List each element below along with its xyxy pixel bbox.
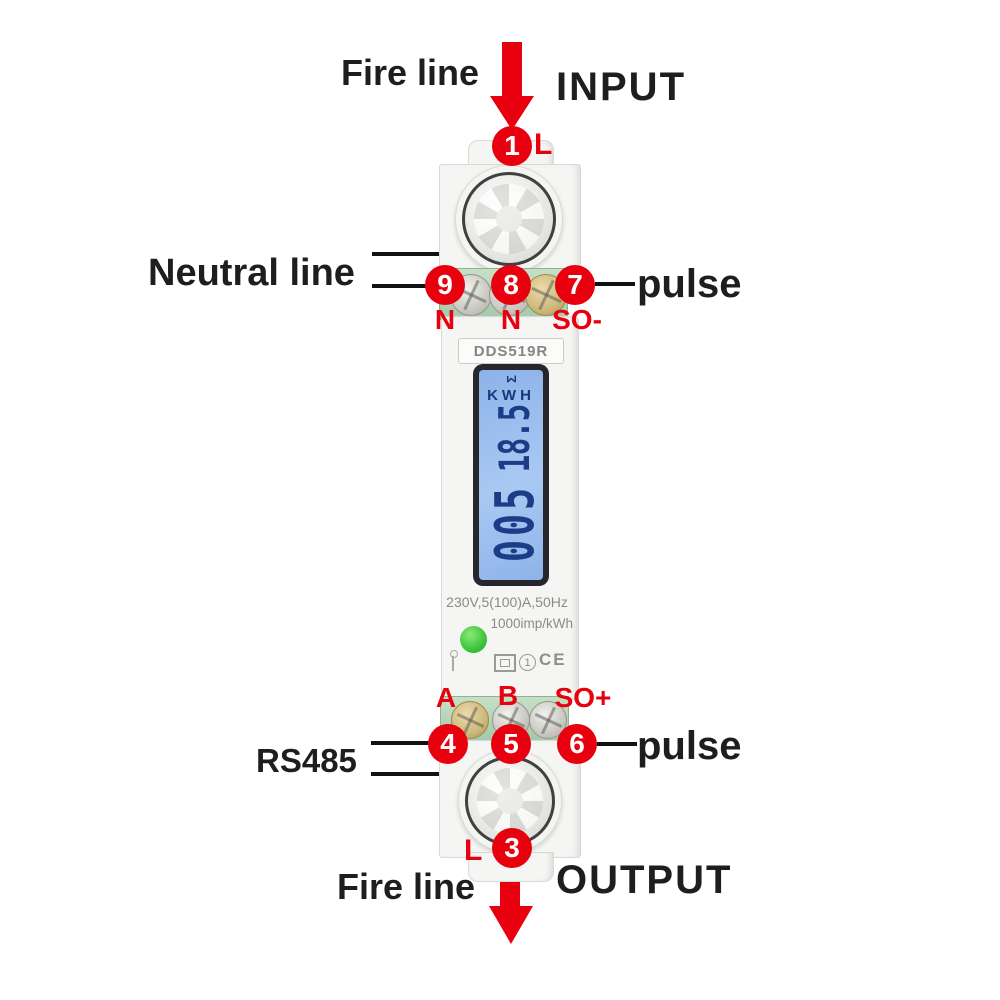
spec-impulse-text: 1000imp/kWh bbox=[490, 616, 573, 631]
spec-rating-text: 230V,5(100)A,50Hz bbox=[446, 594, 568, 610]
callout-1: 1 bbox=[492, 126, 532, 166]
input-arrowhead-icon bbox=[490, 96, 534, 130]
input-terminal-screw bbox=[455, 165, 563, 273]
seal-icon bbox=[446, 650, 460, 672]
output-arrowhead-icon bbox=[489, 906, 533, 944]
pulse-bottom-label: pulse bbox=[637, 724, 742, 768]
wire-line-7-to-pulse bbox=[595, 282, 635, 286]
terminal-label-A: A bbox=[435, 682, 457, 713]
callout-9: 9 bbox=[425, 265, 465, 305]
ce-mark: CE bbox=[539, 650, 567, 669]
lcd-unit-label: KWH bbox=[487, 387, 535, 404]
output-terminal-screw bbox=[458, 749, 562, 853]
terminal-label-B: B bbox=[497, 680, 519, 711]
terminal-label-L-bottom: L bbox=[464, 834, 483, 867]
terminal-label-N-8: N bbox=[500, 304, 522, 335]
wire-line-6-to-pulse bbox=[597, 742, 637, 746]
terminal-label-SO-minus: SO- bbox=[552, 304, 602, 335]
lcd-screen bbox=[479, 370, 543, 580]
screw-head bbox=[462, 172, 556, 266]
output-label: OUTPUT bbox=[556, 858, 733, 902]
torx-pattern bbox=[474, 184, 544, 254]
screw-head bbox=[465, 756, 555, 846]
circled-one-icon: 1 bbox=[519, 654, 536, 671]
terminal-label-N-9: N bbox=[434, 304, 456, 335]
wire-line-neutral-to-9 bbox=[372, 284, 428, 288]
wire-line-rs485-to-4 bbox=[371, 741, 431, 745]
fire-line-top-label: Fire line bbox=[341, 52, 480, 93]
callout-8: 8 bbox=[491, 265, 531, 305]
terminal-screw-6 bbox=[529, 701, 567, 739]
callout-3: 3 bbox=[492, 828, 532, 868]
callout-7: 7 bbox=[555, 265, 595, 305]
torx-pattern bbox=[477, 768, 543, 834]
model-plate: DDS519R bbox=[458, 338, 564, 364]
callout-4: 4 bbox=[428, 724, 468, 764]
input-label: INPUT bbox=[556, 65, 686, 109]
pulse-top-label: pulse bbox=[637, 262, 742, 306]
fire-line-bottom-label: Fire line bbox=[337, 866, 476, 907]
callout-6: 6 bbox=[557, 724, 597, 764]
neutral-line-label: Neutral line bbox=[148, 252, 355, 294]
terminal-label-L-top: L bbox=[534, 128, 553, 161]
double-insulation-icon bbox=[494, 654, 516, 672]
callout-5: 5 bbox=[491, 724, 531, 764]
input-arrow-icon bbox=[502, 42, 522, 98]
terminal-label-SO-plus: SO+ bbox=[554, 682, 612, 713]
rs485-label: RS485 bbox=[256, 742, 357, 779]
pulse-led bbox=[460, 626, 487, 653]
